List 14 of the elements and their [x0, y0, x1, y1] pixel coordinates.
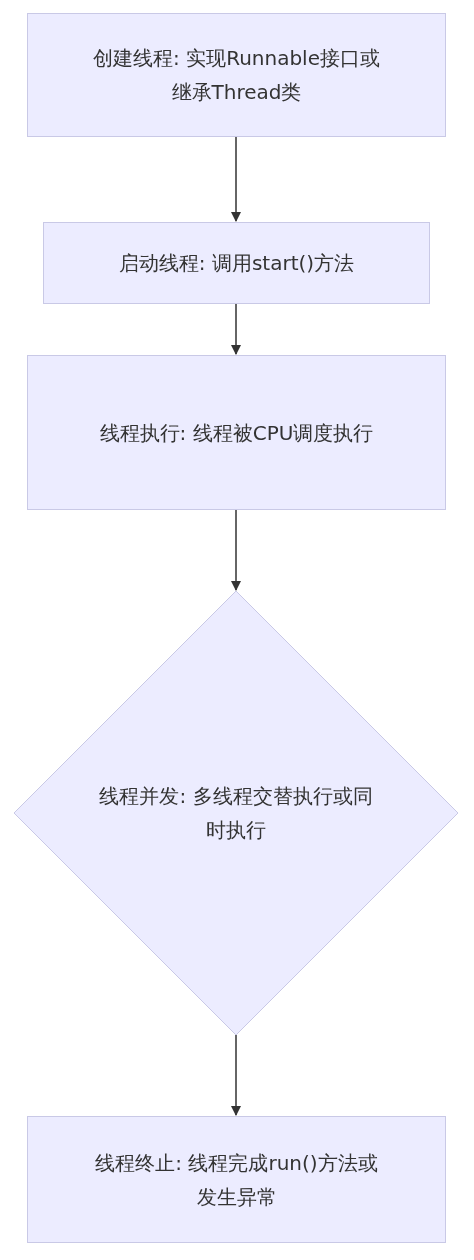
node-text: 启动线程: 调用start()方法 — [117, 250, 356, 277]
arrow — [230, 1034, 242, 1117]
arrow — [230, 509, 242, 592]
node-text: 线程执行: 线程被CPU调度执行 — [98, 419, 375, 447]
node-text: 线程并发: 多线程交替执行或同时执行 — [98, 783, 374, 844]
process-box — [27, 1116, 446, 1243]
node-text: 创建线程: 实现Runnable接口或继承Thread类 — [92, 45, 381, 106]
arrow — [230, 303, 242, 356]
process-box — [27, 355, 446, 510]
process-box — [27, 13, 446, 137]
process-box — [43, 222, 430, 304]
node-text: 线程终止: 线程完成run()方法或发生异常 — [94, 1149, 379, 1211]
arrow — [230, 136, 242, 223]
decision-diamond — [14, 591, 458, 1035]
